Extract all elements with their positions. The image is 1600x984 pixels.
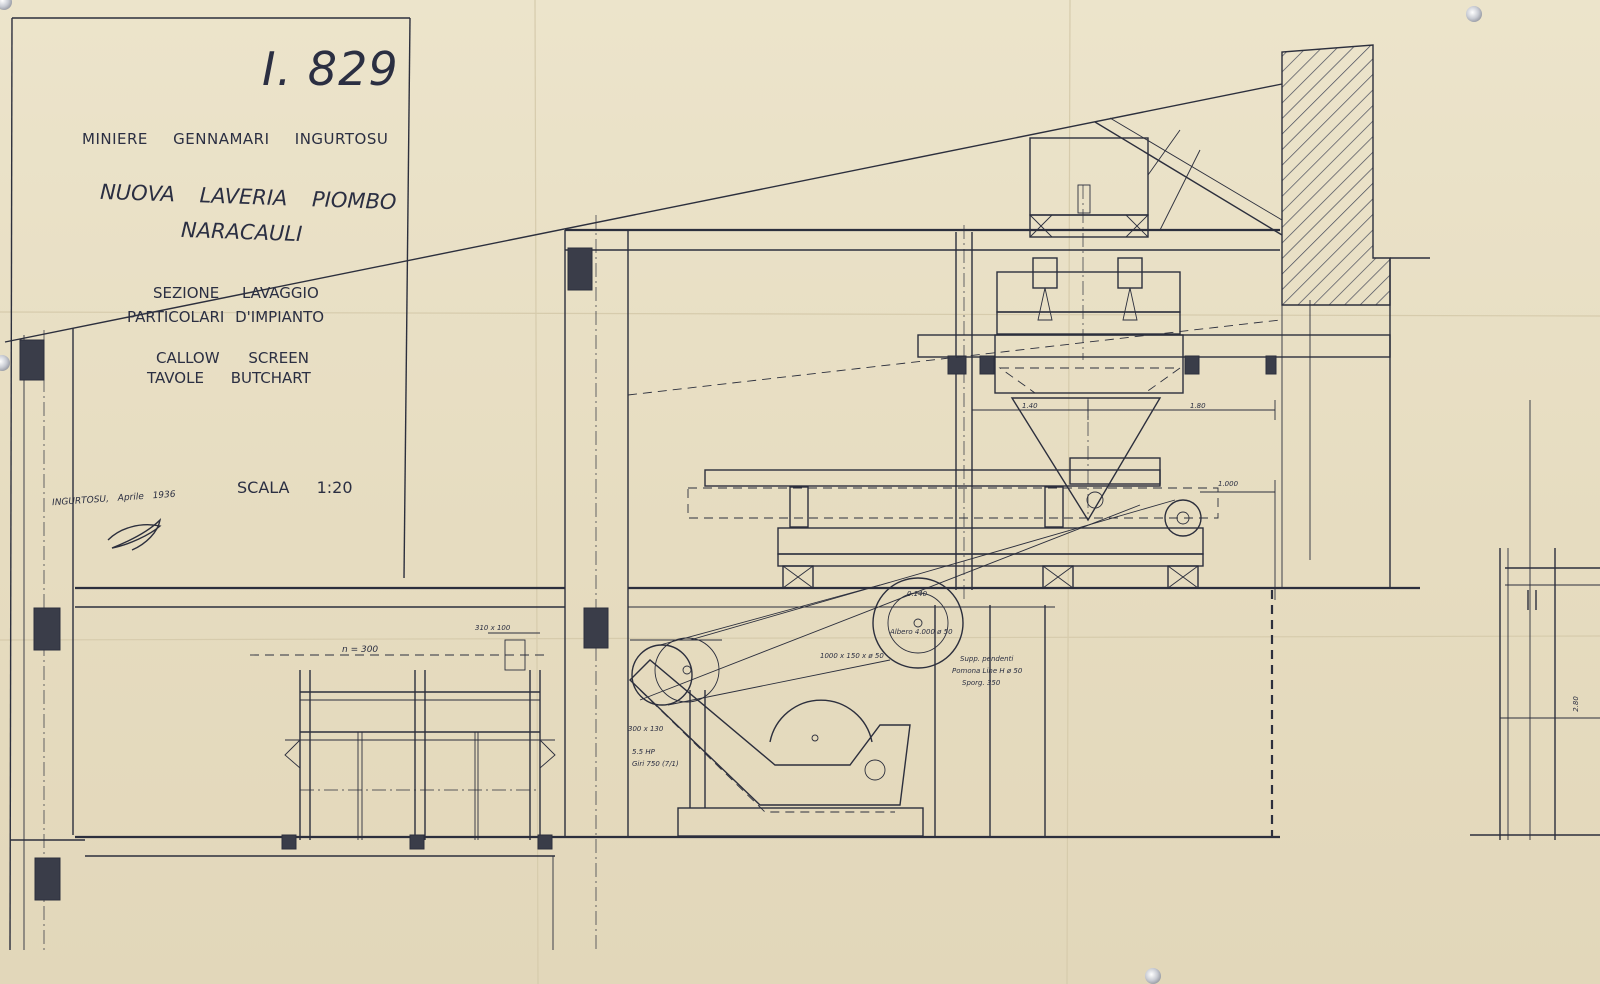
belt-drive (631, 499, 1176, 706)
butchart-table (687, 457, 1219, 589)
beam-section (1184, 355, 1200, 375)
company-name: MINIERE GENNAMARI INGURTOSU (82, 130, 389, 148)
bearing-note-1: Supp. pendenti (960, 655, 1014, 663)
dim-pulley-small: 0.140 (907, 590, 928, 598)
distributor-valves (996, 257, 1181, 335)
bearing-note-3: Sporg. 350 (962, 679, 1001, 687)
left-column (10, 330, 85, 950)
pin-bottom (1145, 968, 1161, 984)
lower-frame (934, 300, 1311, 837)
dimension-lines (971, 400, 1276, 600)
motor-pulley: 300 x 130 (628, 725, 664, 733)
drawing-scale: SCALA 1:20 (237, 478, 353, 497)
dim-height-right: 2.80 (1571, 696, 1580, 712)
hanger-rods (955, 225, 973, 600)
beam-section (34, 857, 61, 901)
pin-top-right (1466, 6, 1482, 22)
central-post (552, 215, 1280, 950)
title-block-frame (9, 17, 411, 951)
floor-beams (75, 586, 1420, 857)
plant-location: NARACAULI (180, 217, 303, 247)
dim-span-right: 1.80 (1190, 402, 1206, 410)
bearing-note-2: Pomona Line H ø 50 (952, 667, 1023, 675)
screen-side-elevation (250, 632, 556, 850)
dim-pulley-large: 1000 x 150 x ø 50 (820, 652, 884, 660)
right-detail (1470, 400, 1600, 840)
beam-section (583, 607, 609, 649)
beam-section (19, 339, 45, 381)
dim-shaft: Albero 4.000 ø 50 (890, 628, 953, 636)
beam-section (567, 247, 593, 291)
dim-span-left: 1.40 (1022, 402, 1038, 410)
signature-mark (107, 517, 162, 551)
sheet-number: I. 829 (262, 42, 399, 96)
pin-left-edge (0, 355, 10, 371)
roof-line (4, 83, 1283, 835)
motor-power: 5.5 HP (632, 748, 655, 756)
beam-section (979, 355, 995, 375)
dim-width-mark: n = 300 (342, 645, 379, 655)
beam-section (33, 607, 61, 651)
motor-speed: Giri 750 (7/1) (632, 760, 679, 768)
beam-section (947, 355, 967, 375)
dim-beam-size: 310 x 100 (475, 624, 511, 632)
feed-hopper-box (1029, 117, 1283, 360)
pin-top-left (0, 0, 12, 10)
right-wall (1281, 44, 1430, 588)
section-title: SEZIONE LAVAGGIO (153, 284, 319, 302)
equipment-screen: CALLOW SCREEN (156, 349, 309, 367)
section-subtitle: PARTICOLARI D'IMPIANTO (127, 308, 325, 326)
motor-housing (629, 639, 924, 837)
beam-section (1265, 355, 1277, 375)
callow-screen-tank (627, 319, 1281, 522)
dim-offset: 1.000 (1218, 480, 1239, 488)
equipment-tables: TAVOLE BUTCHART (147, 369, 311, 387)
